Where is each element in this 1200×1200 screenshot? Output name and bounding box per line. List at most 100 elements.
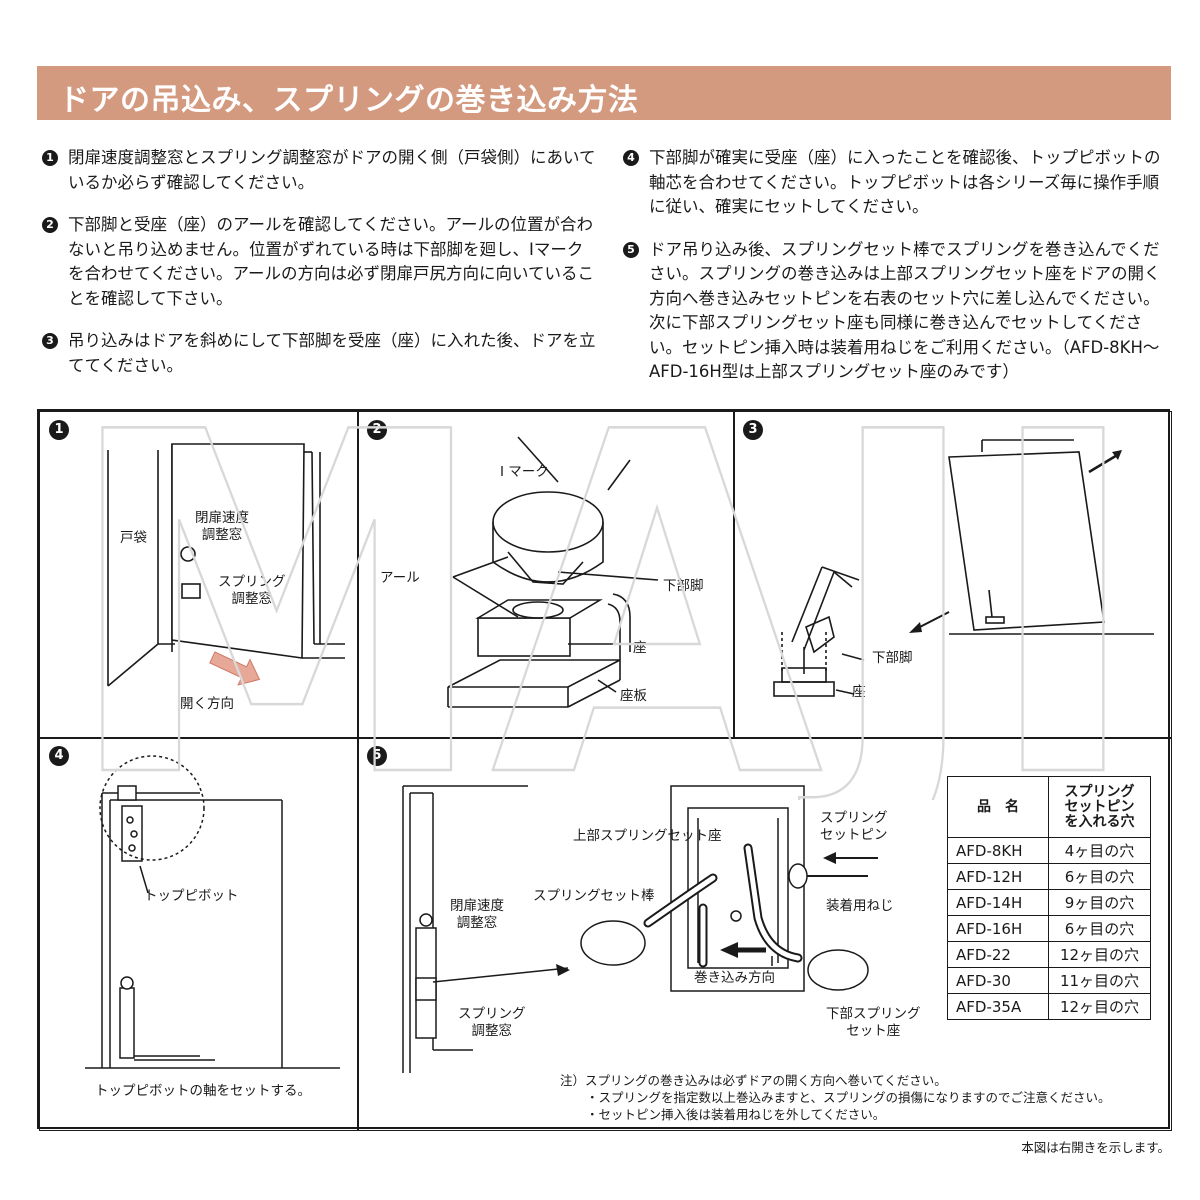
panel-number-2: 2: [367, 420, 387, 440]
set-rod-label: スプリングセット棒: [533, 888, 655, 904]
step-text-4: 下部脚が確実に受座（座）に入ったことを確認後、トップピボットの軸芯を合わせてくだ…: [649, 148, 1161, 216]
arl-label: アール: [380, 570, 420, 586]
table-cell-model: AFD-16H: [947, 915, 1049, 942]
table-cell-model: AFD-12H: [947, 863, 1049, 890]
table-cell-hole: 12ヶ目の穴: [1048, 941, 1151, 968]
set-pin-line-2: セットピン: [820, 827, 888, 843]
speed-window-5-line-2: 調整窓: [456, 915, 498, 931]
step-text-3: 吊り込みはドアを斜めにして下部脚を受座（座）に入れた後、ドアを立ててください。: [68, 331, 596, 375]
panel-5: 5: [357, 737, 1172, 1131]
spring-window-label: スプリング 調整窓: [218, 574, 286, 608]
table-header-hole-line-1: スプリング: [1064, 783, 1135, 800]
lower-leg-label: 下部脚: [663, 578, 704, 594]
panel-number-4: 4: [49, 746, 69, 766]
tobukuro-label: 戸袋: [120, 530, 147, 546]
speed-window-line-1: 閉扉速度: [195, 510, 249, 526]
step-number-2: 2: [42, 217, 58, 233]
door-room-illustration: [107, 443, 345, 687]
table-header-model: 品 名: [947, 776, 1049, 838]
speed-window-line-2: 調整窓: [201, 527, 243, 543]
table-cell-hole: 4ヶ目の穴: [1048, 837, 1151, 864]
table-header-hole-line-2: セットピン: [1064, 798, 1135, 815]
step-number-1: 1: [42, 150, 58, 166]
spring-window-5-line-1: スプリング: [458, 1006, 526, 1022]
step-2: 2 下部脚と受座（座）のアールを確認してください。アールの位置が合わないと吊り込…: [42, 213, 597, 311]
i-mark-label: I マーク: [500, 464, 549, 480]
step-text-1: 閉扉速度調整窓とスプリング調整窓がドアの開く側（戸袋側）にあいているか必らず確認…: [68, 148, 596, 192]
lower-seat-line-2: セット座: [846, 1023, 901, 1039]
table-cell-model: AFD-8KH: [947, 837, 1049, 864]
footer-note: 本図は右開きを示します。: [1021, 1140, 1170, 1155]
lower-leg-seat-illustration: [447, 436, 659, 708]
lower-seat-label: 下部スプリング セット座: [826, 1006, 921, 1040]
step-3: 3 吊り込みはドアを斜めにして下部脚を受座（座）に入れた後、ドアを立ててください…: [42, 329, 597, 378]
table-cell-hole: 6ヶ目の穴: [1048, 863, 1151, 890]
lower-seat-line-1: 下部スプリング: [826, 1006, 921, 1022]
table-cell-model: AFD-35A: [947, 993, 1049, 1020]
step-1: 1 閉扉速度調整窓とスプリング調整窓がドアの開く側（戸袋側）にあいているか必らず…: [42, 146, 597, 195]
table-cell-model: AFD-30: [947, 967, 1049, 994]
panel-number-5: 5: [367, 746, 387, 766]
step-text-5: ドア吊り込み後、スプリングセット棒でスプリングを巻き込んでください。スプリングの…: [649, 239, 1161, 382]
step-5: 5 ドア吊り込み後、スプリングセット棒でスプリングを巻き込んでください。スプリン…: [623, 238, 1173, 385]
panel-4: 4 トップピボット トップピボットの軸をセットする。: [39, 737, 359, 1131]
step-text-2: 下部脚と受座（座）のアールを確認してください。アールの位置が合わないと吊り込めま…: [68, 215, 595, 308]
spring-window-line-2: 調整窓: [231, 591, 273, 607]
door-hanging-illustration: [773, 439, 1154, 697]
step-4: 4 下部脚が確実に受座（座）に入ったことを確認後、トップピボットの軸芯を合わせて…: [623, 146, 1173, 220]
table-cell-model: AFD-22: [947, 941, 1049, 968]
wind-direction-label: 巻き込み方向: [694, 970, 775, 986]
table-header-row: 品 名 スプリング セットピン を入れる穴: [947, 776, 1151, 838]
spring-window-label-5: スプリング 調整窓: [458, 1006, 526, 1040]
lower-leg-label-3: 下部脚: [872, 650, 913, 666]
panel-number-1: 1: [49, 420, 69, 440]
open-direction-label: 開く方向: [180, 696, 234, 712]
table-cell-hole: 6ヶ目の穴: [1048, 915, 1151, 942]
panel-2: 2: [357, 411, 735, 739]
screw-label: 装着用ねじ: [826, 898, 894, 914]
table-header-hole: スプリング セットピン を入れる穴: [1048, 776, 1151, 838]
note-2: ・スプリングを指定数以上巻込みますと、スプリングの損傷になりますのでご注意くださ…: [586, 1090, 1111, 1105]
set-pin-label: スプリング セットピン: [820, 810, 888, 844]
step-number-4: 4: [623, 150, 639, 166]
note-3: ・セットピン挿入後は装着用ねじを外してください。: [586, 1107, 886, 1122]
table-cell-hole: 11ヶ目の穴: [1048, 967, 1151, 994]
diagram-grid: 1 戸袋 閉扉速度 調整窓 ス: [37, 409, 1172, 1131]
table-cell-hole: 9ヶ目の穴: [1048, 889, 1151, 916]
table-cell-hole: 12ヶ目の穴: [1048, 993, 1151, 1020]
speed-window-label-5: 閉扉速度 調整窓: [450, 898, 504, 932]
title-banner: ドアの吊込み、スプリングの巻き込み方法: [37, 66, 1171, 120]
step-number-3: 3: [42, 333, 58, 349]
table-header-hole-line-3: を入れる穴: [1064, 813, 1135, 830]
steps-right: 4 下部脚が確実に受座（座）に入ったことを確認後、トップピボットの軸芯を合わせて…: [623, 146, 1173, 403]
top-pivot-caption: トップピボットの軸をセットする。: [95, 1083, 311, 1099]
table-cell-model: AFD-14H: [947, 889, 1049, 916]
panel-number-3: 3: [743, 420, 763, 440]
steps-left: 1 閉扉速度調整窓とスプリング調整窓がドアの開く側（戸袋側）にあいているか必らず…: [42, 146, 597, 396]
note-1: 注）スプリングの巻き込みは必ずドアの開く方向へ巻いてください。: [560, 1073, 947, 1088]
upper-seat-label: 上部スプリングセット座: [573, 828, 722, 844]
set-pin-line-1: スプリング: [820, 810, 888, 826]
panel-1: 1 戸袋 閉扉速度 調整窓 ス: [39, 411, 359, 739]
spring-window-5-line-2: 調整窓: [471, 1023, 513, 1039]
spring-window-line-1: スプリング: [218, 574, 286, 590]
panel-3: 3: [733, 411, 1172, 739]
seat-label-3: 座: [852, 684, 866, 700]
top-pivot-label: トップピボット: [144, 888, 239, 904]
seat-label: 座: [633, 640, 647, 656]
top-pivot-illustration: [85, 755, 340, 1069]
spring-winding-illustration: [402, 785, 878, 1073]
speed-window-5-line-1: 閉扉速度: [450, 898, 504, 914]
seat-plate-label: 座板: [620, 688, 647, 704]
speed-window-label: 閉扉速度 調整窓: [195, 510, 249, 544]
page-title: ドアの吊込み、スプリングの巻き込み方法: [59, 83, 639, 118]
step-number-5: 5: [623, 241, 639, 258]
